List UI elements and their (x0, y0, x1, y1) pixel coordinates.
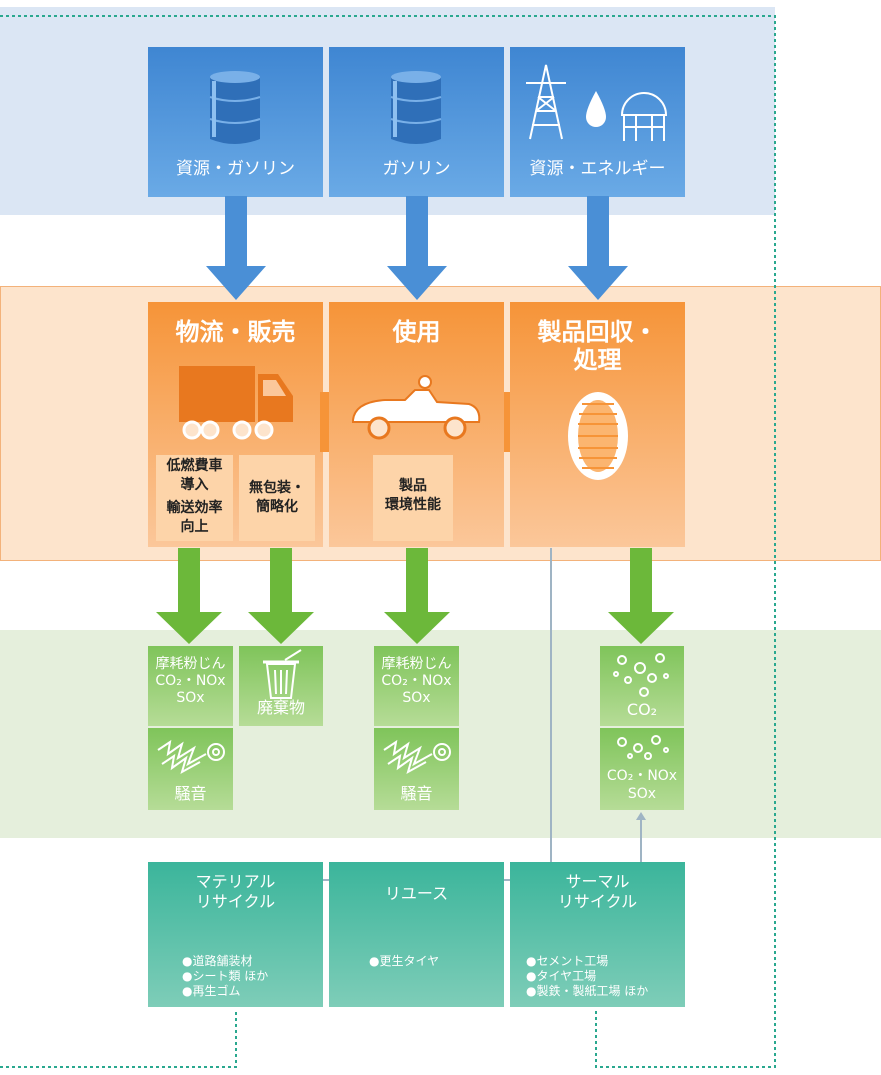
noise-icon (383, 739, 451, 775)
measure-fuel-efficiency: 低燃費車 導入 輸送効率 向上 (156, 455, 233, 541)
resource-box-gasoline: ガソリン (329, 47, 504, 197)
resource-label: 資源・エネルギー (529, 159, 666, 179)
measure-packaging: 無包装・ 簡略化 (239, 455, 315, 541)
recycling-title: マテリアル リサイクル (195, 872, 276, 911)
truck-icon (179, 366, 293, 440)
car-icon (352, 375, 481, 440)
recycling-reuse: リユース ●更生タイヤ (329, 862, 504, 1007)
emission-noise-use: 騒音 (374, 728, 459, 810)
emission-co2-nox: CO₂・NOx SOx (600, 728, 684, 810)
stage-title-line1: 製品回収・ (537, 318, 658, 346)
noise-icon (157, 739, 225, 775)
resource-box-energy: 資源・エネルギー (510, 47, 685, 197)
recycling-items: ●セメント工場 ●タイヤ工場 ●製鉄・製紙工場 ほか (526, 954, 649, 998)
measure-product-performance: 製品 環境性能 (373, 455, 453, 541)
recycling-material: マテリアル リサイクル ●道路舗装材 ●シート類 ほか ●再生ゴム (148, 862, 323, 1007)
trash-can-icon (263, 649, 302, 699)
stage-disposal: 製品回収・ 処理 (510, 302, 685, 547)
power-tower-icon (526, 64, 668, 141)
emission-waste: 廃棄物 (239, 646, 323, 726)
resource-box-gasoline-resource: 資源・ガソリン (148, 47, 323, 197)
stage-title: 物流・販売 (175, 318, 296, 346)
emission-wear-use: 摩耗粉じん CO₂・NOx SOx (374, 646, 459, 726)
stage-logistics: 物流・販売 低燃費車 導入 輸送効率 向上 無包装・ 簡略化 (148, 302, 323, 547)
recycling-title: サーマル リサイクル (557, 872, 638, 911)
recycling-thermal: サーマル リサイクル ●セメント工場 ●タイヤ工場 ●製鉄・製紙工場 ほか (510, 862, 685, 1007)
stage-title-line2: 処理 (573, 346, 622, 374)
resource-label: ガソリン (382, 159, 451, 179)
recycling-title: リユース (384, 884, 449, 903)
recycling-items: ●更生タイヤ (369, 954, 440, 968)
stage-title: 使用 (392, 318, 441, 346)
emission-noise-logistics: 騒音 (148, 728, 233, 810)
emission-co2: CO₂ (600, 646, 684, 726)
oil-drum-icon (390, 71, 442, 144)
oil-drum-icon (209, 71, 261, 144)
emission-wear-logistics: 摩耗粉じん CO₂・NOx SOx (148, 646, 233, 726)
bubbles-icon (617, 735, 669, 760)
resource-label: 資源・ガソリン (176, 159, 295, 179)
bubbles-icon (613, 653, 669, 697)
tire-icon (568, 392, 628, 480)
recycling-items: ●道路舗装材 ●シート類 ほか ●再生ゴム (182, 954, 269, 998)
stage-use: 使用 製品 環境性能 (329, 302, 504, 547)
